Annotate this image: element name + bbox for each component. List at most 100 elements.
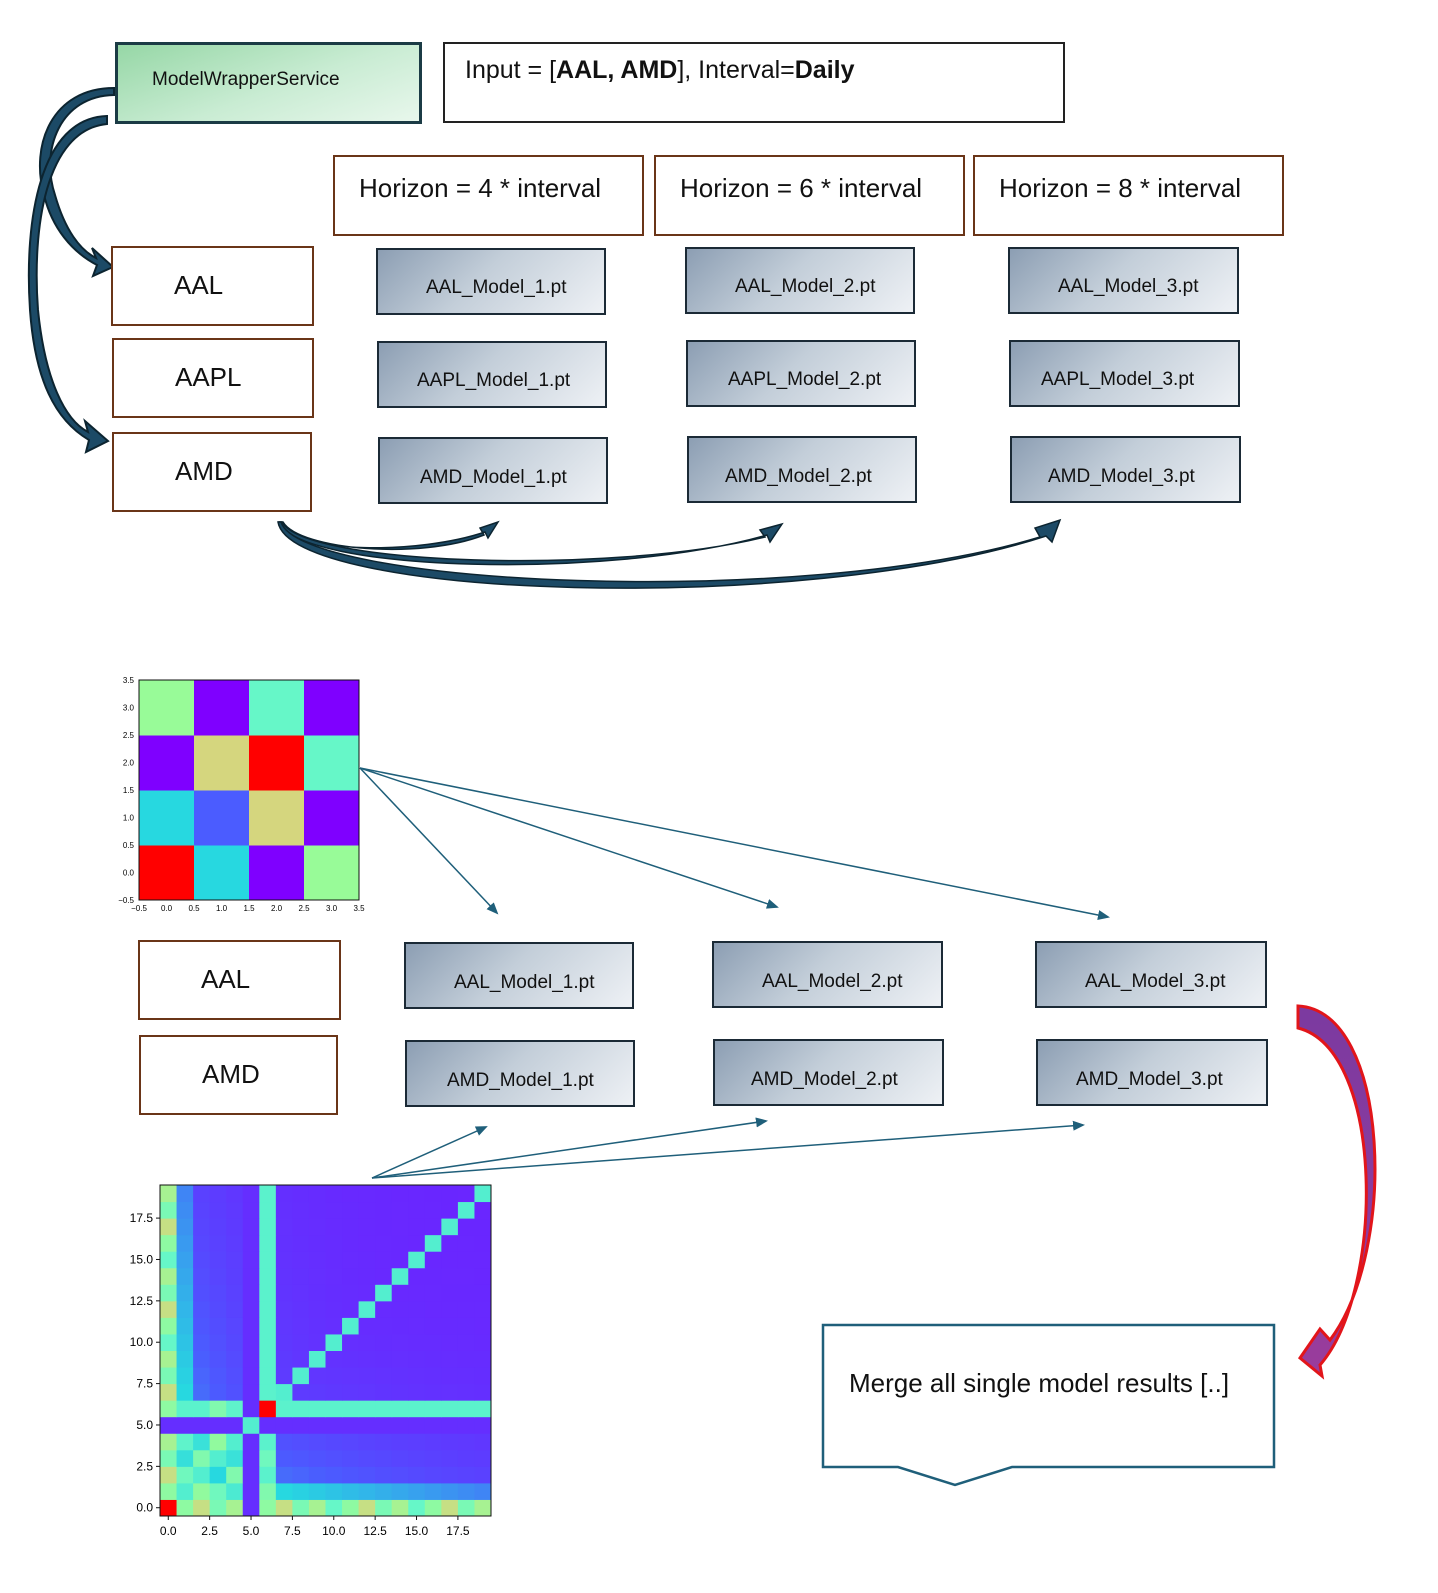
model-box-amd-3[interactable]: AMD_Model_3.pt xyxy=(1010,436,1241,503)
service-label: ModelWrapperService xyxy=(152,69,340,90)
heatmap-cell xyxy=(209,1350,227,1368)
heatmap-cell xyxy=(325,1251,343,1269)
x-tick-label: 3.5 xyxy=(353,904,365,913)
heatmap-cell xyxy=(424,1466,442,1484)
heatmap-cell xyxy=(325,1267,343,1285)
model-box-aal-3[interactable]: AAL_Model_3.pt xyxy=(1008,247,1239,314)
heatmap-cell xyxy=(441,1251,459,1269)
heatmap-cell xyxy=(209,1317,227,1335)
heatmap-cell xyxy=(474,1218,492,1236)
bottom-model-box-amd-1[interactable]: AMD_Model_1.pt xyxy=(405,1040,635,1107)
bottom-ticker-box-aal[interactable]: AAL xyxy=(138,940,341,1020)
heatmap-cell xyxy=(209,1433,227,1451)
model-box-amd-2[interactable]: AMD_Model_2.pt xyxy=(687,436,917,503)
heatmap-cell xyxy=(193,1234,211,1252)
heatmap-cell xyxy=(457,1350,475,1368)
y-tick-label: 1.5 xyxy=(123,786,135,795)
heatmap-cell xyxy=(375,1333,393,1351)
heatmap-cell xyxy=(259,1350,277,1368)
heatmap-cell xyxy=(176,1400,194,1418)
heatmap-cell xyxy=(292,1201,310,1219)
heatmap-cell xyxy=(249,735,305,791)
model-box-aapl-2[interactable]: AAPL_Model_2.pt xyxy=(686,340,916,407)
heatmap-cell xyxy=(209,1251,227,1269)
model-box-aapl-3[interactable]: AAPL_Model_3.pt xyxy=(1009,340,1240,407)
heatmap-cell xyxy=(358,1466,376,1484)
heatmap-cell xyxy=(249,680,305,736)
bottom-model-box-amd-3[interactable]: AMD_Model_3.pt xyxy=(1036,1039,1268,1106)
heatmap-cell xyxy=(308,1218,326,1236)
bottom-model-box-aal-3[interactable]: AAL_Model_3.pt xyxy=(1035,941,1267,1008)
heatmap-cell xyxy=(308,1251,326,1269)
heatmap-cell xyxy=(342,1284,360,1302)
heatmap-cell xyxy=(391,1400,409,1418)
y-tick-label: 2.5 xyxy=(123,731,135,740)
ticker-box-amd[interactable]: AMD xyxy=(112,432,312,512)
heatmap-cell xyxy=(275,1416,293,1434)
heatmap-cell xyxy=(342,1466,360,1484)
heatmap-cell xyxy=(391,1284,409,1302)
heatmap-cell xyxy=(358,1367,376,1385)
heatmap-cell xyxy=(226,1218,244,1236)
heatmap-cell xyxy=(275,1482,293,1500)
heatmap-cell xyxy=(424,1350,442,1368)
heatmap-cell xyxy=(457,1267,475,1285)
heatmap-cell xyxy=(304,790,360,846)
ticker-box-aapl[interactable]: AAPL xyxy=(112,338,314,418)
heatmap-cell xyxy=(408,1300,426,1318)
heatmap-cell xyxy=(292,1466,310,1484)
heatmap-cell xyxy=(474,1482,492,1500)
heatmap-cell xyxy=(259,1284,277,1302)
heatmap-cell xyxy=(259,1201,277,1219)
model-box-aal-1[interactable]: AAL_Model_1.pt xyxy=(376,248,606,315)
heatmap-cell xyxy=(457,1300,475,1318)
heatmap-cell xyxy=(391,1350,409,1368)
heatmap-cell xyxy=(242,1416,260,1434)
ticker-box-aal[interactable]: AAL xyxy=(111,246,314,326)
heatmap-cell xyxy=(325,1284,343,1302)
heatmap-cell xyxy=(176,1201,194,1219)
heatmap-cell xyxy=(304,845,360,901)
heatmap-cell xyxy=(259,1185,277,1203)
bottom-model-box-amd-2[interactable]: AMD_Model_2.pt xyxy=(713,1039,944,1106)
heatmap-cell xyxy=(408,1383,426,1401)
bottom-model-box-aal-1[interactable]: AAL_Model_1.pt xyxy=(404,942,634,1009)
heatmap-cell xyxy=(160,1466,178,1484)
bottom-ticker-box-amd[interactable]: AMD xyxy=(139,1035,338,1115)
heatmap-cell xyxy=(474,1284,492,1302)
heatmap-cell xyxy=(275,1218,293,1236)
heatmap-cell xyxy=(375,1185,393,1203)
heatmap-cell xyxy=(308,1317,326,1335)
heatmap-cell xyxy=(342,1482,360,1500)
heatmap-cell xyxy=(160,1185,178,1203)
model-wrapper-service-box[interactable]: ModelWrapperService xyxy=(115,42,422,124)
heatmap-cell xyxy=(176,1284,194,1302)
model-box-aal-2[interactable]: AAL_Model_2.pt xyxy=(685,247,915,314)
heatmap-cell xyxy=(292,1267,310,1285)
heatmap-cell xyxy=(358,1449,376,1467)
heatmap-cell xyxy=(292,1367,310,1385)
horizon-box-2: Horizon = 6 * interval xyxy=(654,155,965,236)
heatmap-cell xyxy=(275,1383,293,1401)
model-label: AAL_Model_1.pt xyxy=(426,277,567,298)
heatmap-cell xyxy=(308,1185,326,1203)
heatmap-cell xyxy=(408,1201,426,1219)
heatmap-cell xyxy=(226,1367,244,1385)
heatmap-cell xyxy=(391,1234,409,1252)
model-box-aapl-1[interactable]: AAPL_Model_1.pt xyxy=(377,341,607,408)
heatmap-cell xyxy=(424,1251,442,1269)
y-tick-label: 2.0 xyxy=(123,759,135,768)
model-box-amd-1[interactable]: AMD_Model_1.pt xyxy=(378,437,608,504)
model-label: AAL_Model_2.pt xyxy=(735,276,876,297)
heatmap-cell xyxy=(441,1333,459,1351)
heatmap-cell xyxy=(325,1185,343,1203)
heatmap-cell xyxy=(375,1284,393,1302)
heatmap-cell xyxy=(226,1416,244,1434)
bottom-model-box-aal-2[interactable]: AAL_Model_2.pt xyxy=(712,941,943,1008)
heatmap-cell xyxy=(474,1267,492,1285)
heatmap-cell xyxy=(292,1482,310,1500)
heatmap-cell xyxy=(160,1317,178,1335)
heatmap-cell xyxy=(375,1350,393,1368)
heatmap-cell xyxy=(375,1466,393,1484)
